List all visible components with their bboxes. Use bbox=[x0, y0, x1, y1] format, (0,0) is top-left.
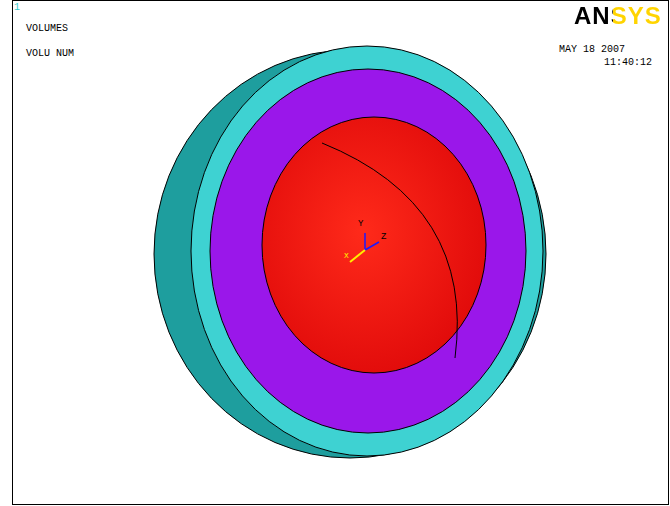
axis-label: X bbox=[344, 252, 349, 260]
x-axis bbox=[350, 250, 365, 262]
axis-label: Y bbox=[358, 220, 363, 229]
plot-title: VOLUMES bbox=[26, 24, 68, 34]
middle-shell-face bbox=[210, 69, 526, 433]
window-frame bbox=[13, 1, 669, 505]
time-stamp: 11:40:12 bbox=[604, 58, 652, 68]
axis-label: Z bbox=[381, 233, 386, 242]
inner-sphere bbox=[262, 117, 486, 373]
plot-subtitle: VOLU NUM bbox=[26, 49, 74, 59]
y-axis bbox=[364, 233, 366, 250]
sphere-edge-line bbox=[322, 143, 457, 358]
z-axis bbox=[365, 242, 379, 250]
window-number: 1 bbox=[14, 3, 20, 13]
outer-shell-face bbox=[191, 46, 543, 456]
date-stamp: MAY 18 2007 bbox=[559, 45, 625, 55]
ansys-logo: ANSYS bbox=[574, 4, 662, 28]
